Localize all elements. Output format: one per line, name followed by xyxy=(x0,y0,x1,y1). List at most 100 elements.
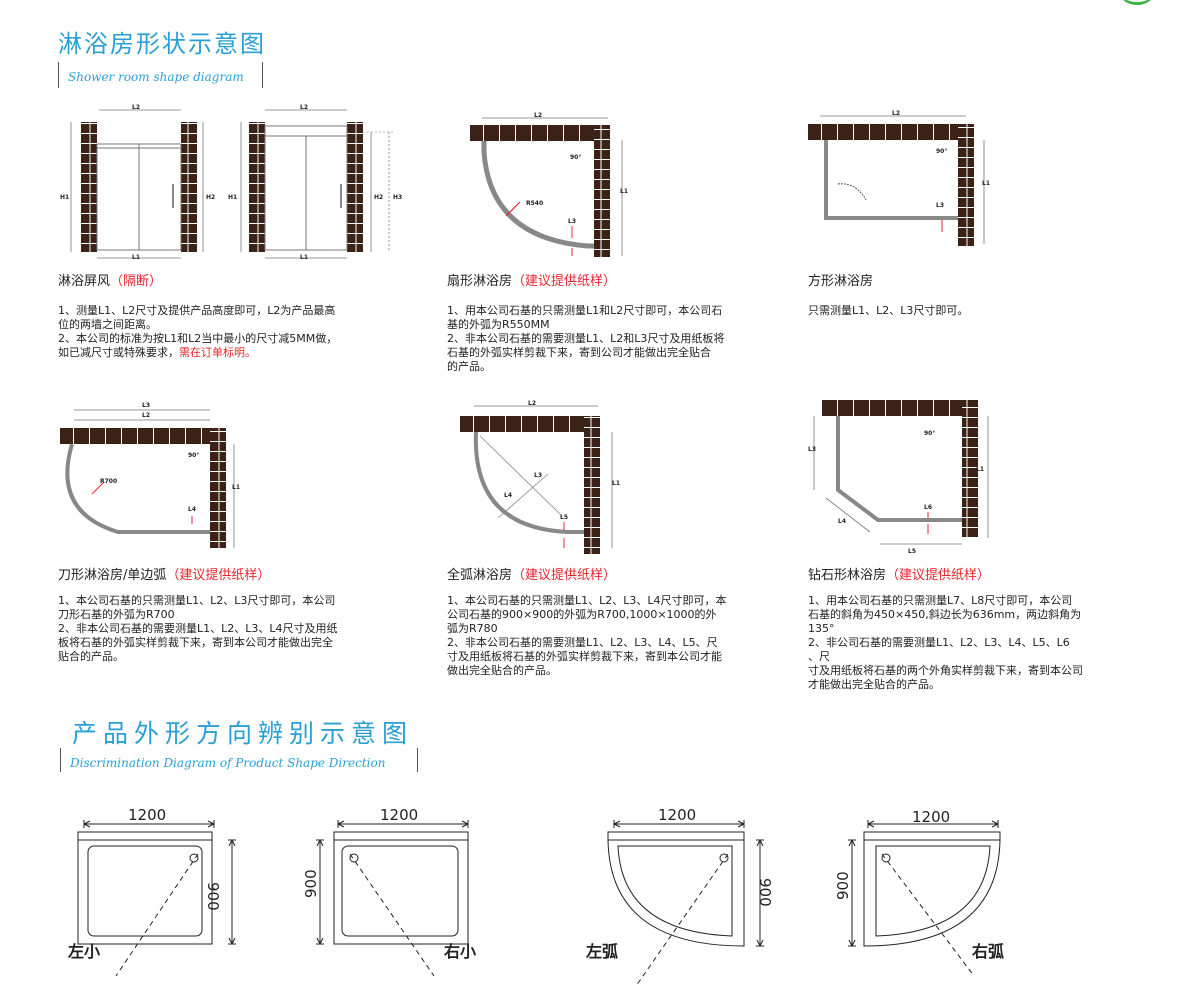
arc-label-l5: L5 xyxy=(560,514,568,521)
shape-5-caption: 全弧淋浴房（建议提供纸样） xyxy=(447,564,616,583)
square-shape-diagram xyxy=(808,115,985,246)
dir-4-label: 右弧 xyxy=(972,942,1005,961)
shape-2-line: 石基的外弧实样剪裁下来，寄到公司才能做出完全贴合 xyxy=(447,346,711,359)
label-h1-b: H1 xyxy=(228,194,238,201)
diamond-label-angle: 90° xyxy=(924,430,936,437)
shape-1-line4-text: 如已减尺寸或特殊要求， xyxy=(58,346,179,359)
fan-label-angle: 90° xyxy=(570,154,582,161)
shape-5-line: 弧为R780 xyxy=(447,622,498,635)
fan-label-l3: L3 xyxy=(568,218,576,225)
diamond-label-l3: L3 xyxy=(808,446,816,453)
knife-shape-diagram xyxy=(60,409,235,548)
label-l1-a: L1 xyxy=(132,254,140,261)
direction-right-small-diagram xyxy=(316,820,469,977)
shape-6-line: 135° xyxy=(808,622,835,635)
diamond-label-l1: L1 xyxy=(976,466,984,473)
fan-label-l2: L2 xyxy=(534,112,542,119)
dir-4-width: 1200 xyxy=(912,808,951,826)
dir-1-label: 左小 xyxy=(68,942,101,961)
shape-6-line: 才能做出完全贴合的产品。 xyxy=(808,678,940,691)
shape-6-line: 1、用本公司石基的只需测量L7、L8尺寸即可，本公司 xyxy=(808,594,1073,607)
dir-4-depth: 900 xyxy=(834,871,852,900)
shape-1-line: 1、测量L1、L2尺寸及提供产品高度即可，L2为产品最高 xyxy=(58,304,336,317)
shape-6-line: 寸及用纸板将石基的两个外角实样剪裁下来，寄到本公司 xyxy=(808,664,1083,677)
diamond-shape-diagram xyxy=(813,400,989,545)
dir-1-depth: 900 xyxy=(204,882,222,911)
shape-4-line: 板将石基的外弧实样剪裁下来，寄到本公司才能做出完全 xyxy=(58,636,333,649)
shape-4-name: 刀形淋浴房/单边弧 xyxy=(58,568,167,583)
square-label-angle: 90° xyxy=(936,148,948,155)
label-l2-b: L2 xyxy=(300,104,308,111)
direction-left-arc-diagram xyxy=(607,820,764,987)
subtitle-right-bar xyxy=(262,62,263,88)
dir-2-width: 1200 xyxy=(380,806,419,824)
shape-5-line: 2、非本公司石基的需要测量L1、L2、L3、L4、L5、尺 xyxy=(447,636,718,649)
shape-1-line: 如已减尺寸或特殊要求，需在订单标明。 xyxy=(58,346,398,360)
shape-1-caption: 淋浴屏风（隔断） xyxy=(58,270,162,289)
label-h2-a: H2 xyxy=(206,194,216,201)
page-subtitle: Shower room shape diagram xyxy=(68,70,244,84)
shape-2-description: 1、用本公司石基的只需测量L1和L2尺寸即可，本公司石 基的外弧为R550MM … xyxy=(447,304,787,374)
fan-shape-diagram xyxy=(470,117,623,257)
shape-2-line: 基的外弧为R550MM xyxy=(447,318,550,331)
shape-1-order-note: 需在订单标明。 xyxy=(179,346,256,359)
square-label-l2: L2 xyxy=(892,110,900,117)
square-label-l3: L3 xyxy=(936,202,944,209)
shape-6-name: 钻石形林浴房 xyxy=(808,568,887,583)
shape-2-caption: 扇形淋浴房（建议提供纸样） xyxy=(447,270,616,289)
shape-5-line: 1、本公司石基的只需测量L1、L2、L3、L4尺寸即可，本 xyxy=(447,594,727,607)
shape-3-name: 方形淋浴房 xyxy=(808,274,874,289)
subtitle-left-bar xyxy=(58,62,59,88)
shape-1-note: （隔断） xyxy=(110,274,163,289)
shape-4-line: 2、非本公司石基的需要测量L1、L2、L3、L4尺寸及用纸 xyxy=(58,622,338,635)
shape-1-line: 2、本公司的标准为按L1和L2当中最小的尺寸减5MM做， xyxy=(58,332,338,345)
square-label-l1: L1 xyxy=(982,180,990,187)
knife-label-angle: 90° xyxy=(188,452,200,459)
label-h3-b: H3 xyxy=(393,194,403,201)
dir-2-depth: 900 xyxy=(302,869,320,898)
label-h2-b: H2 xyxy=(374,194,384,201)
shape-5-name: 全弧淋浴房 xyxy=(447,568,513,583)
diamond-label-l5: L5 xyxy=(908,548,916,555)
arc-label-l4: L4 xyxy=(504,492,512,499)
direction-subtitle-left-bar xyxy=(60,748,61,772)
label-h1-a: H1 xyxy=(60,194,70,201)
dir-2-label: 右小 xyxy=(444,942,477,961)
label-l1-b: L1 xyxy=(300,254,308,261)
arc-label-l1: L1 xyxy=(612,480,620,487)
knife-label-l3: L3 xyxy=(142,402,150,409)
direction-subtitle-right-bar xyxy=(417,748,418,772)
shape-2-line: 1、用本公司石基的只需测量L1和L2尺寸即可，本公司石 xyxy=(447,304,723,317)
shape-3-description: 只需测量L1、L2、L3尺寸即可。 xyxy=(808,304,1148,318)
dir-3-width: 1200 xyxy=(658,806,697,824)
fan-label-radius: R540 xyxy=(526,200,544,207)
page-title: 淋浴房形状示意图 xyxy=(58,30,266,58)
shape-6-line: 石基的斜角为450×450,斜边长为636mm，两边斜角为 xyxy=(808,608,1082,621)
shape-5-note: （建议提供纸样） xyxy=(512,568,617,583)
direction-left-small-diagram xyxy=(77,820,236,977)
shape-4-line: 贴合的产品。 xyxy=(58,650,124,663)
label-l2-a: L2 xyxy=(132,104,140,111)
shape-6-line: 2、非公司石基的需要测量L1、L2、L3、L4、L5、L6 xyxy=(808,636,1070,649)
dir-3-depth: 900 xyxy=(756,878,774,907)
shape-1-line: 位的两墙之间距离。 xyxy=(58,318,157,331)
full-arc-diagram xyxy=(460,405,613,554)
direction-title: 产品外形方向辨别示意图 xyxy=(72,719,414,748)
direction-right-arc-diagram xyxy=(848,820,1001,977)
knife-label-l2: L2 xyxy=(142,412,150,419)
knife-label-l4: L4 xyxy=(188,506,196,513)
shape-5-line: 做出完全贴合的产品。 xyxy=(447,664,557,677)
diamond-label-l6: L6 xyxy=(924,504,932,511)
shape-2-line: 的产品。 xyxy=(447,360,491,373)
knife-label-radius: R700 xyxy=(100,478,118,485)
dir-3-label: 左弧 xyxy=(586,942,619,961)
shape-6-description: 1、用本公司石基的只需测量L7、L8尺寸即可，本公司 石基的斜角为450×450… xyxy=(808,594,1148,692)
shape-4-line: 1、本公司石基的只需测量L1、L2、L3尺寸即可，本公司 xyxy=(58,594,336,607)
corner-decoration xyxy=(1117,0,1157,5)
shape-3-caption: 方形淋浴房 xyxy=(808,270,873,289)
knife-label-l1: L1 xyxy=(232,484,240,491)
diamond-label-l4: L4 xyxy=(838,518,846,525)
fan-label-l1: L1 xyxy=(620,188,628,195)
shape-2-line: 2、非本公司石基的需要测量L1、L2和L3尺寸及用纸板将 xyxy=(447,332,725,345)
shape-6-note: （建议提供纸样） xyxy=(886,568,991,583)
